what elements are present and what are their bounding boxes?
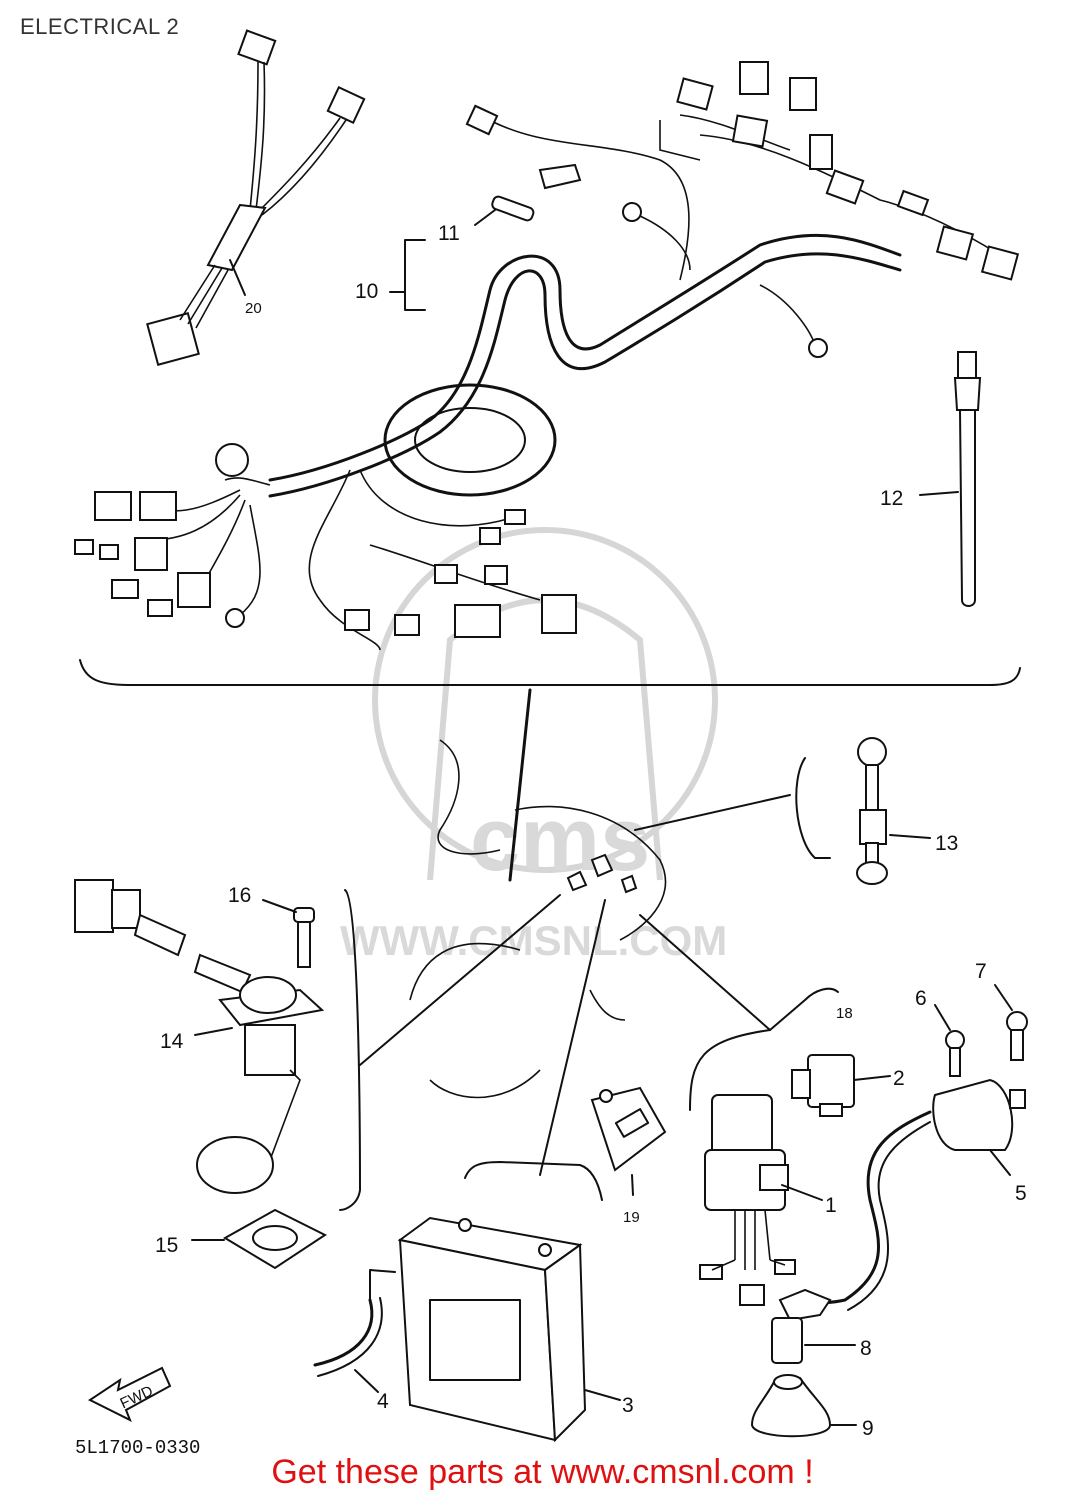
callout-19: 19 [623,1209,640,1226]
footer-link[interactable]: Get these parts at www.cmsnl.com ! [271,1453,814,1491]
watermark-text: WWW.CMSNL.COM [340,917,727,964]
callout-1: 1 [825,1194,837,1217]
callout-4: 4 [377,1390,389,1413]
part-11-fuse[interactable] [491,195,535,222]
part-19-unit[interactable] [590,1086,667,1172]
callout-2: 2 [893,1067,905,1090]
callout-6: 6 [915,987,927,1010]
callout-12: 12 [880,487,903,510]
callout-14: 14 [160,1030,184,1053]
part-5-ignition-coil[interactable] [793,1078,1026,1312]
part-20-sub-harness[interactable] [146,29,366,366]
part-2-relay[interactable] [791,1054,855,1117]
part-8-plug-cap[interactable] [771,1288,832,1364]
part-6-screw[interactable] [945,1030,965,1077]
callout-3: 3 [622,1394,634,1417]
callout-15: 15 [155,1234,178,1257]
watermark-logo: cms [470,790,650,890]
motorcycle-outline [409,739,667,1099]
callout-7: 7 [975,960,987,983]
fwd-arrow: FWD [88,1366,172,1423]
part-9-seal[interactable] [750,1374,832,1438]
callout-13: 13 [935,832,958,855]
part-15-gasket[interactable] [223,1208,327,1270]
part-7-screw[interactable] [1006,1011,1028,1061]
watermark: cms WWW.CMSNL.COM [340,527,727,964]
callout-20: 20 [245,300,262,317]
diagram-code: 5L1700-0330 [75,1437,201,1459]
part-3-battery[interactable] [397,1216,587,1443]
callout-5: 5 [1015,1182,1027,1205]
callout-9: 9 [862,1417,874,1440]
callout-10: 10 [355,280,378,303]
callout-8: 8 [860,1337,872,1360]
page-title: ELECTRICAL 2 [20,14,180,39]
part-13-switch[interactable] [856,737,888,885]
callout-18: 18 [836,1005,853,1022]
part-4-breather-hose[interactable] [313,1269,396,1377]
callout-16: 16 [228,884,251,907]
part-12-cable-tie[interactable] [953,351,982,607]
part-1-starter-relay[interactable] [699,1094,796,1306]
part-16-screw[interactable] [293,907,315,968]
part-14-fuel-sender[interactable] [74,879,325,1194]
part-10-wire-harness[interactable] [74,61,1020,651]
callout-11: 11 [438,222,460,245]
